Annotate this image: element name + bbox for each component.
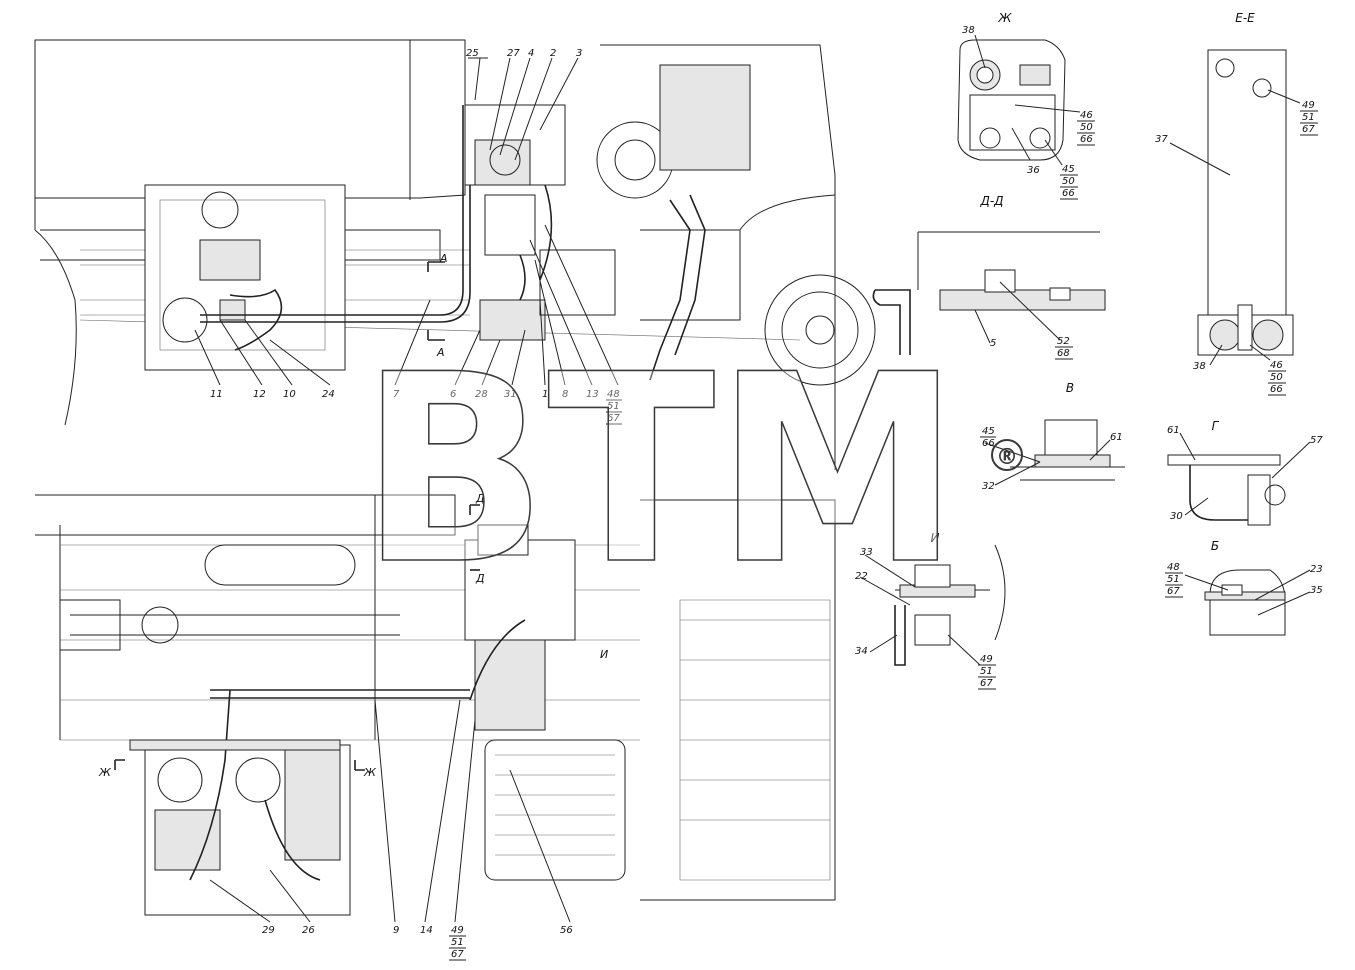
bottom-view bbox=[35, 494, 836, 916]
callout-v-61: 61 bbox=[1110, 432, 1123, 443]
callout-27: 27 bbox=[507, 48, 520, 59]
callout-51b: 51 bbox=[451, 937, 464, 948]
callout-b-67: 67 bbox=[1167, 586, 1180, 597]
detail-i: И bbox=[894, 531, 1006, 666]
section-title-g: Г bbox=[1212, 419, 1220, 433]
callout-25: 25 bbox=[466, 48, 479, 59]
section-mark-d-top: Д bbox=[475, 492, 485, 505]
section-mark-a-top: А bbox=[439, 252, 448, 265]
callout-67b: 67 bbox=[451, 949, 464, 960]
callout-51: 51 bbox=[607, 401, 620, 412]
callout-zh-38: 38 bbox=[962, 25, 975, 36]
callout-b-51: 51 bbox=[1167, 574, 1180, 585]
callout-i-22: 22 bbox=[855, 571, 868, 582]
detail-dd: Д-Д bbox=[872, 194, 1106, 355]
section-title-zh: Ж bbox=[998, 11, 1013, 25]
callout-67: 67 bbox=[607, 413, 620, 424]
section-marks: А А Д Д Ж Ж И bbox=[98, 252, 608, 779]
callout-14: 14 bbox=[420, 925, 433, 936]
callout-g-30: 30 bbox=[1170, 511, 1183, 522]
callout-i-67: 67 bbox=[980, 678, 993, 689]
callout-8: 8 bbox=[562, 389, 568, 400]
callout-i-33: 33 bbox=[860, 547, 873, 558]
section-mark-d-bottom: Д bbox=[475, 572, 485, 585]
callout-ee-46: 46 bbox=[1270, 360, 1283, 371]
callout-b-35: 35 bbox=[1310, 585, 1323, 596]
section-mark-zh-right: Ж bbox=[363, 766, 377, 779]
section-mark-i: И bbox=[600, 648, 608, 661]
callout-10: 10 bbox=[283, 389, 296, 400]
callout-ee-51: 51 bbox=[1302, 112, 1315, 123]
callout-g-61: 61 bbox=[1167, 425, 1180, 436]
section-mark-a-bottom: А bbox=[436, 346, 445, 359]
callout-i-49: 49 bbox=[980, 654, 993, 665]
callout-zh-50: 50 bbox=[1080, 122, 1093, 133]
callout-9: 9 bbox=[393, 925, 399, 936]
section-title-i: И bbox=[931, 531, 940, 545]
callout-zh-46: 46 bbox=[1080, 110, 1093, 121]
callout-11: 11 bbox=[210, 389, 223, 400]
callout-ee-66: 66 bbox=[1270, 384, 1283, 395]
callout-48: 48 bbox=[607, 389, 620, 400]
section-title-v: В bbox=[1066, 381, 1074, 395]
detail-zh: Ж bbox=[957, 11, 1066, 161]
callout-3: 3 bbox=[576, 48, 582, 59]
callout-zh-50b: 50 bbox=[1062, 176, 1075, 187]
callout-zh-66: 66 bbox=[1080, 134, 1093, 145]
callout-v-45: 45 bbox=[982, 426, 995, 437]
callout-13: 13 bbox=[586, 389, 599, 400]
detail-b: Б bbox=[1204, 539, 1286, 636]
callout-ee-67: 67 bbox=[1302, 124, 1315, 135]
callout-12: 12 bbox=[253, 389, 266, 400]
callout-i-51: 51 bbox=[980, 666, 993, 677]
callout-26: 26 bbox=[302, 925, 315, 936]
callout-31: 31 bbox=[504, 389, 517, 400]
detail-v: В bbox=[1010, 381, 1125, 481]
watermark-text: BTM bbox=[360, 320, 960, 622]
callouts: 25 27 4 2 3 11 12 10 24 7 6 28 31 1 8 13… bbox=[194, 25, 1323, 961]
callout-i-34: 34 bbox=[855, 646, 868, 657]
callout-ee-50: 50 bbox=[1270, 372, 1283, 383]
section-title-ee: Е-Е bbox=[1235, 11, 1255, 25]
registered-mark: ® bbox=[996, 445, 1018, 470]
callout-2: 2 bbox=[550, 48, 556, 59]
top-view bbox=[34, 39, 876, 470]
callout-ee-38: 38 bbox=[1193, 361, 1206, 372]
callout-v-66: 66 bbox=[982, 438, 995, 449]
callout-b-48: 48 bbox=[1167, 562, 1180, 573]
section-title-dd: Д-Д bbox=[979, 194, 1003, 208]
callout-dd-52: 52 bbox=[1057, 336, 1070, 347]
callout-4: 4 bbox=[528, 48, 534, 59]
section-title-b: Б bbox=[1211, 539, 1219, 553]
callout-29: 29 bbox=[262, 925, 275, 936]
callout-zh-45: 45 bbox=[1062, 164, 1075, 175]
watermark: BTM ® bbox=[359, 319, 1023, 623]
callout-49b: 49 bbox=[451, 925, 464, 936]
callout-zh-66b: 66 bbox=[1062, 188, 1075, 199]
callout-6: 6 bbox=[450, 389, 456, 400]
callout-dd-68: 68 bbox=[1057, 348, 1070, 359]
section-mark-zh-left: Ж bbox=[98, 766, 112, 779]
callout-dd-5: 5 bbox=[990, 338, 996, 349]
detail-g: Г bbox=[1167, 419, 1286, 526]
callout-zh-36: 36 bbox=[1027, 165, 1040, 176]
registered-mark-circle bbox=[991, 439, 1023, 471]
callout-24: 24 bbox=[322, 389, 335, 400]
callout-1: 1 bbox=[542, 389, 548, 400]
callout-ee-49: 49 bbox=[1302, 100, 1315, 111]
callout-7: 7 bbox=[393, 389, 400, 400]
callout-28: 28 bbox=[475, 389, 488, 400]
callout-v-32: 32 bbox=[982, 481, 995, 492]
callout-g-57: 57 bbox=[1310, 435, 1323, 446]
callout-56: 56 bbox=[560, 925, 573, 936]
callout-ee-37: 37 bbox=[1155, 134, 1168, 145]
detail-ee: Е-Е bbox=[1197, 11, 1294, 356]
callout-b-23: 23 bbox=[1310, 564, 1323, 575]
